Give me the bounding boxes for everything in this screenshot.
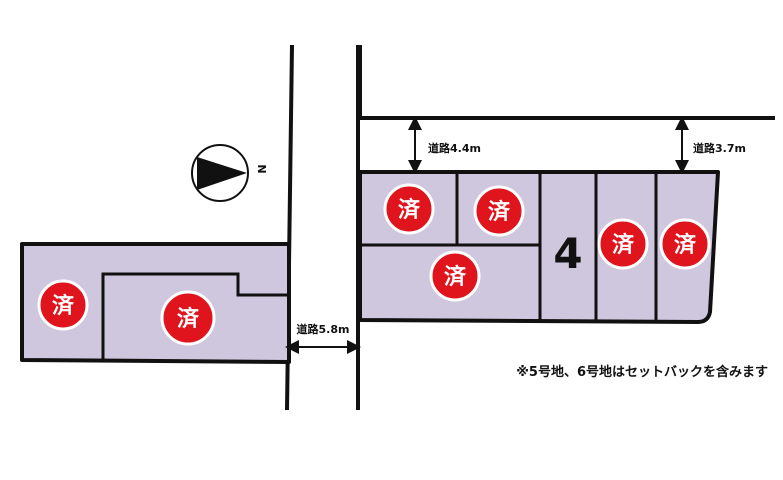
road-label-center: 道路5.8m bbox=[297, 322, 350, 336]
sold-marker: 済 bbox=[160, 290, 216, 346]
footnote: ※5号地、6号地はセットバックを含みます bbox=[516, 364, 768, 380]
road-label-north-left: 道路4.4m bbox=[428, 141, 481, 155]
svg-text:済: 済 bbox=[398, 197, 421, 223]
svg-text:済: 済 bbox=[177, 306, 200, 332]
road-edge-north bbox=[358, 45, 775, 120]
sold-marker: 済 bbox=[597, 218, 649, 270]
svg-text:済: 済 bbox=[612, 232, 635, 258]
road-label-north-right: 道路3.7m bbox=[693, 141, 746, 155]
sold-marker: 済 bbox=[383, 183, 435, 235]
sold-marker: 済 bbox=[429, 250, 481, 302]
svg-text:済: 済 bbox=[488, 199, 511, 225]
svg-text:済: 済 bbox=[444, 264, 467, 290]
compass-icon bbox=[191, 144, 249, 202]
svg-text:済: 済 bbox=[674, 232, 697, 258]
svg-text:済: 済 bbox=[52, 293, 75, 319]
sold-marker: 済 bbox=[473, 185, 525, 237]
lot-number: 4 bbox=[553, 229, 582, 278]
compass-letter: N bbox=[255, 164, 268, 173]
left-block-inner-lot-line bbox=[101, 272, 289, 360]
sold-marker: 済 bbox=[659, 218, 711, 270]
sold-marker: 済 bbox=[37, 279, 89, 331]
